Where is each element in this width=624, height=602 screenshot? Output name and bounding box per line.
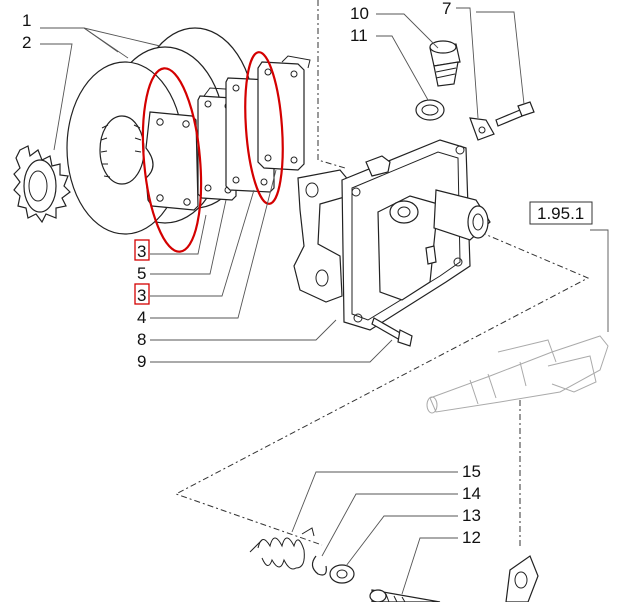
axis-upper [317, 0, 346, 169]
callout-15: 15 [462, 462, 481, 481]
callout-5: 5 [137, 264, 146, 283]
callout-13: 13 [462, 506, 481, 525]
highlight-oval-left [141, 67, 203, 253]
callout-3b: 3 [137, 286, 146, 305]
screw-part [495, 101, 535, 127]
seal-ring-part [415, 99, 445, 121]
housing-part [293, 139, 491, 331]
callout-8: 8 [137, 330, 146, 349]
shaft-part [369, 589, 441, 602]
linkage-ghost [426, 335, 609, 414]
bolt-part [371, 317, 413, 347]
callout-11: 11 [350, 26, 368, 45]
highlight-oval-right [244, 51, 284, 205]
callout-1: 1 [22, 11, 31, 30]
assembly-axes [174, 0, 590, 548]
plate-d [257, 55, 311, 171]
callout-3a-highlight [134, 239, 150, 261]
callout-14: 14 [462, 484, 481, 503]
leader-lines [40, 7, 609, 595]
callout-2: 2 [22, 33, 31, 52]
axis-lower [174, 231, 590, 546]
reference-label: 1.95.1 [537, 204, 584, 223]
plug-part [429, 40, 461, 87]
callout-3b-highlight [134, 283, 150, 305]
reference-box [529, 201, 593, 225]
plate-a [145, 111, 199, 211]
callout-9: 9 [137, 352, 146, 371]
bracket-part [469, 117, 495, 141]
gear-part [13, 145, 71, 224]
callout-4: 4 [137, 308, 146, 327]
washer-part [329, 564, 355, 584]
callout-12: 12 [462, 528, 481, 547]
callout-3a: 3 [137, 242, 146, 261]
callout-10: 10 [350, 4, 369, 23]
lever-arm-part [505, 555, 539, 602]
spring-part [249, 527, 315, 570]
circlip-part [311, 555, 327, 576]
callout-7: 7 [442, 0, 451, 18]
